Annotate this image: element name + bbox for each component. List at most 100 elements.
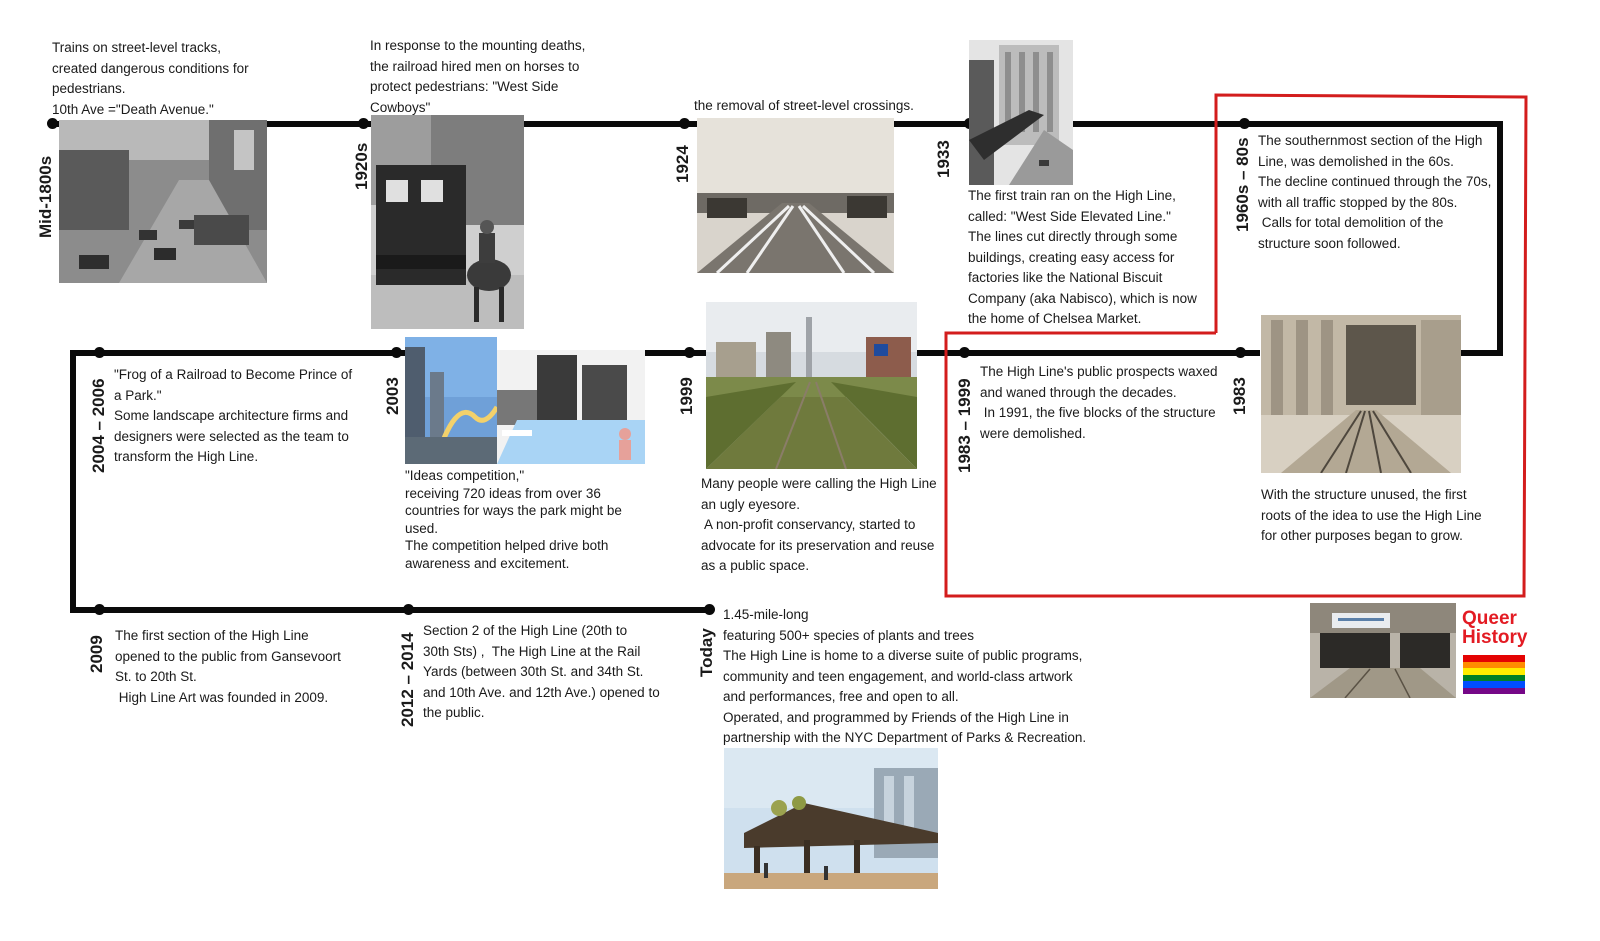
timeline-dot-today [704, 604, 715, 615]
text-line: Trains on street-level tracks, [52, 40, 222, 55]
event-text-1983-1999: The High Line's public prospects waxed a… [980, 362, 1217, 444]
text-line: the railroad hired men on horses to [370, 58, 580, 74]
year-label-2003: 2003 [383, 377, 402, 415]
timeline-dot-1999 [684, 347, 695, 358]
rainbow-stripe-orange [1463, 661, 1525, 668]
text-line: partnership with the NYC Department of P… [723, 730, 1087, 745]
text-line: A non-profit conservancy, started to [701, 517, 916, 532]
photo-unused-structure-1983 [1261, 315, 1461, 473]
timeline-dot-1960s80s [1239, 118, 1250, 129]
text-line: The southernmost section of the High [1258, 133, 1483, 148]
text-line: High Line Art was founded in 2009. [115, 689, 329, 705]
text-line: Line, was demolished in the 60s. [1258, 153, 1454, 169]
timeline-row-2-center [645, 350, 707, 356]
rainbow-stripe-blue [1463, 681, 1525, 688]
text-line: The first train ran on the High Line, [968, 188, 1176, 203]
text-line: the public. [423, 705, 485, 720]
text-line: advocate for its preservation and reuse [701, 537, 935, 553]
event-text-1960s80s: The southernmost section of the High Lin… [1258, 131, 1491, 254]
text-line: opened to the public from Gansevoort [115, 648, 341, 664]
text-line: pedestrians. [52, 81, 126, 96]
text-line: for other purposes began to grow. [1261, 528, 1463, 543]
text-line: 30th Sts) , The High Line at the Rail [423, 643, 641, 659]
text-line: awareness and excitement. [405, 555, 570, 571]
photo-street-level-tracks [59, 120, 267, 283]
timeline-dot-2009 [94, 604, 105, 615]
timeline-row-2-left [70, 350, 410, 356]
text-line: Many people were calling the High Line [701, 476, 937, 491]
photo-west-side-cowboy [371, 115, 524, 329]
year-label-1960s80s: 1960s – 80s [1233, 137, 1252, 232]
text-line: a Park." [114, 387, 162, 403]
text-line: The lines cut directly through some [968, 229, 1178, 244]
text-line: Operated, and programmed by Friends of t… [723, 709, 1069, 725]
text-line: and 10th Ave. and 12th Ave.) opened to [423, 684, 660, 700]
rainbow-flag-icon [1463, 655, 1525, 694]
event-text-1924: the removal of street-level crossings. [694, 96, 914, 117]
year-label-2012-2014: 2012 – 2014 [398, 632, 417, 727]
rainbow-stripe-red [1463, 655, 1525, 662]
text-line: 1.45-mile-long [723, 607, 809, 622]
timeline-dot-mid1800s [47, 118, 58, 129]
photo-overgrown-high-line [706, 302, 917, 469]
text-line: roots of the idea to use the High Line [1261, 507, 1482, 523]
timeline-left-connector [70, 350, 76, 613]
timeline-dot-1983-1999 [959, 347, 970, 358]
year-label-1924: 1924 [673, 145, 692, 183]
event-text-1933: The first train ran on the High Line, ca… [968, 186, 1197, 330]
text-line: transform the High Line. [114, 449, 259, 464]
text-line: The High Line is home to a diverse suite… [723, 648, 1083, 663]
year-label-1983-1999: 1983 – 1999 [955, 378, 974, 473]
year-label-1920s: 1920s [352, 142, 371, 190]
text-line: countries for ways the park might be [405, 503, 622, 518]
text-line: Cowboys" [370, 99, 431, 115]
timeline-dot-1920s [358, 118, 369, 129]
event-text-today: 1.45-mile-long featuring 500+ species of… [723, 605, 1086, 749]
text-line: "Ideas competition," [405, 468, 525, 483]
year-label-today: Today [697, 628, 716, 677]
photo-queer-history [1310, 603, 1456, 698]
text-line: Company (aka Nabisco), which is now [968, 290, 1197, 306]
text-line: receiving 720 ideas from over 36 [405, 485, 601, 501]
timeline-dot-2004-2006 [94, 347, 105, 358]
text-line: called: "West Side Elevated Line." [968, 208, 1171, 224]
text-line: In response to the mounting deaths, [370, 38, 586, 53]
photo-ideas-competition-1 [405, 337, 497, 464]
text-line: Some landscape architecture firms and [114, 408, 349, 423]
text-line: Section 2 of the High Line (20th to [423, 623, 628, 638]
text-line: and performances, free and open to all. [723, 689, 959, 704]
event-text-2004-2006: "Frog of a Railroad to Become Prince of … [114, 365, 352, 468]
text-line: 10th Ave ="Death Avenue." [52, 101, 214, 117]
text-line: as a public space. [701, 558, 810, 573]
text-line: with all traffic stopped by the 80s. [1258, 194, 1458, 210]
text-line: an ugly eyesore. [701, 496, 801, 512]
year-label-mid1800s: Mid-1800s [36, 155, 55, 238]
photo-removal-of-crossings [697, 118, 894, 273]
text-line: factories like the National Biscuit [968, 270, 1163, 285]
text-line: St. to 20th St. [115, 669, 197, 684]
text-line: Yards (between 30th St. and 34th St. [423, 664, 644, 679]
timeline-row-3 [70, 607, 710, 613]
timeline-row-2-right [1460, 350, 1503, 356]
event-text-2009: The first section of the High Line opene… [115, 626, 341, 708]
event-text-1920s: In response to the mounting deaths, the … [370, 36, 585, 118]
photo-high-line-today [724, 748, 938, 889]
event-text-2012-2014: Section 2 of the High Line (20th to 30th… [423, 621, 660, 724]
year-label-1999: 1999 [677, 377, 696, 415]
year-label-2004-2006: 2004 – 2006 [89, 378, 108, 473]
text-line: the removal of street-level crossings. [694, 98, 914, 113]
text-line: The first section of the High Line [115, 628, 309, 643]
event-text-mid1800s: Trains on street-level tracks, created d… [52, 38, 249, 120]
year-label-1933: 1933 [934, 140, 953, 178]
year-label-2009: 2009 [87, 635, 106, 673]
timeline-dot-2012-2014 [403, 604, 414, 615]
text-line: With the structure unused, the first [1261, 487, 1467, 502]
event-text-2003: "Ideas competition," receiving 720 ideas… [405, 467, 622, 572]
text-line: and waned through the decades. [980, 384, 1177, 400]
text-line: The decline continued through the 70s, [1258, 174, 1492, 189]
photo-first-train-1933 [969, 40, 1073, 185]
rainbow-stripe-violet [1463, 687, 1525, 694]
queer-history-label: Queer History [1462, 609, 1527, 647]
text-line: created dangerous conditions for [52, 60, 249, 76]
timeline-dot-2003 [391, 347, 402, 358]
